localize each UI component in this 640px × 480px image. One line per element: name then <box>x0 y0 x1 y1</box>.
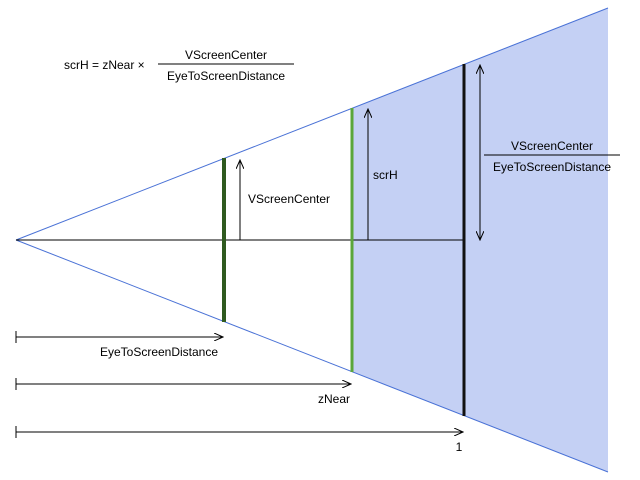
label-fraction-numerator: VScreenCenter <box>511 139 593 153</box>
frustum-top-edge <box>15 7 609 241</box>
formula-denominator: EyeToScreenDistance <box>167 69 285 83</box>
formula-lhs: scrH = zNear × <box>64 58 145 72</box>
label-znear: zNear <box>318 392 350 406</box>
label-eye-to-screen-distance: EyeToScreenDistance <box>100 345 218 359</box>
frustum-bottom-edge <box>15 239 609 473</box>
label-fraction-denominator: EyeToScreenDistance <box>493 160 611 174</box>
label-vscreen-center: VScreenCenter <box>248 192 330 206</box>
label-scrh: scrH <box>373 168 398 182</box>
formula-numerator: VScreenCenter <box>185 48 267 62</box>
label-one: 1 <box>456 440 463 454</box>
